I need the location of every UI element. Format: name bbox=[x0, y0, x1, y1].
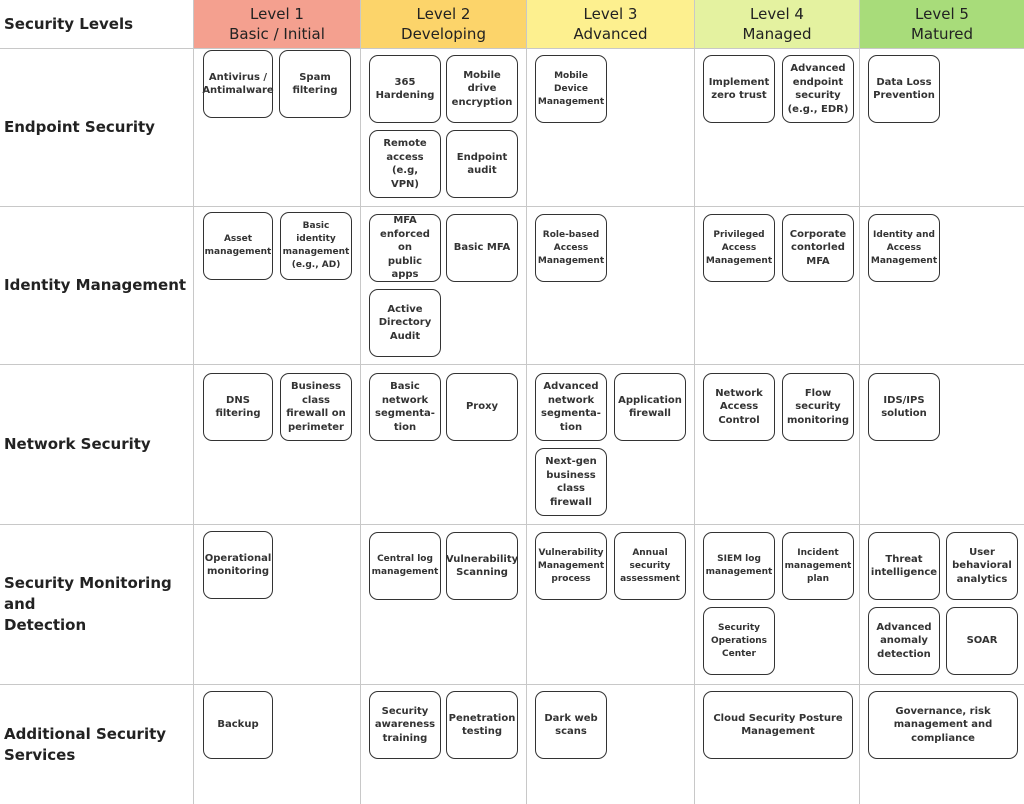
capability-user-behavioral-analytics: User behavioral analytics bbox=[946, 532, 1018, 600]
capability-central-log-management: Central log management bbox=[369, 532, 441, 600]
capability-cspm: Cloud Security Posture Management bbox=[703, 691, 853, 759]
row-label-additional-services: Additional Security Services bbox=[4, 724, 167, 764]
level-1-subtitle: Basic / Initial bbox=[229, 25, 325, 43]
grid-divider bbox=[0, 364, 1024, 365]
level-2-title: Level 2 bbox=[416, 5, 471, 23]
grid-divider bbox=[0, 684, 1024, 685]
capability-endpoint-audit: Endpoint audit bbox=[446, 130, 518, 198]
capability-vulnerability-scanning: Vulnerability Scanning bbox=[446, 532, 518, 600]
capability-ad-audit: Active Directory Audit bbox=[369, 289, 441, 357]
capability-awareness-training: Security awareness training bbox=[369, 691, 441, 759]
capability-soc: Security Operations Center bbox=[703, 607, 775, 675]
row-label-security-monitoring: Security Monitoring and Detection bbox=[4, 574, 172, 634]
row-label-endpoint-security: Endpoint Security bbox=[4, 118, 155, 136]
level-5-subtitle: Matured bbox=[910, 25, 974, 43]
level-1-header: Level 1 Basic / Initial bbox=[194, 0, 360, 48]
level-5-header: Level 5 Matured bbox=[860, 0, 1024, 48]
grid-divider bbox=[859, 0, 860, 804]
level-2-header: Level 2 Developing bbox=[361, 0, 526, 48]
capability-vulnerability-management: Vulnerability Management process bbox=[535, 532, 607, 600]
capability-annual-assessment: Annual security assessment bbox=[614, 532, 686, 600]
capability-operational-monitoring: Operational monitoring bbox=[203, 531, 273, 599]
capability-dns-filtering: DNS filtering bbox=[203, 373, 273, 441]
capability-antivirus: Antivirus / Antimalware bbox=[202, 50, 274, 118]
grid-divider bbox=[193, 0, 194, 804]
level-3-title: Level 3 bbox=[583, 5, 638, 23]
capability-flow-monitoring: Flow security monitoring bbox=[782, 373, 854, 441]
capability-basic-identity-management: Basic identity management (e.g., AD) bbox=[280, 212, 352, 280]
capability-365-hardening: 365 Hardening bbox=[369, 55, 441, 123]
capability-threat-intelligence: Threat intelligence bbox=[868, 532, 940, 600]
capability-mobile-device-management: Mobile Device Management bbox=[535, 55, 607, 123]
capability-mfa-public-apps: MFA enforced on public apps bbox=[369, 214, 441, 282]
security-levels-header: Security Levels bbox=[4, 15, 134, 33]
capability-dark-web-scans: Dark web scans bbox=[535, 691, 607, 759]
capability-ids-ips: IDS/IPS solution bbox=[868, 373, 940, 441]
grid-divider bbox=[0, 524, 1024, 525]
capability-incident-plan: Incident management plan bbox=[782, 532, 854, 600]
capability-identity-access-management: Identity and Access Management bbox=[868, 214, 940, 282]
grid-divider bbox=[694, 0, 695, 804]
capability-role-based-access: Role-based Access Management bbox=[535, 214, 607, 282]
level-5-title: Level 5 bbox=[915, 5, 969, 23]
capability-proxy: Proxy bbox=[446, 373, 518, 441]
capability-penetration-testing: Penetration testing bbox=[446, 691, 518, 759]
row-label-identity-management: Identity Management bbox=[4, 276, 187, 294]
level-2-subtitle: Developing bbox=[401, 25, 486, 43]
row-label-network-security: Network Security bbox=[4, 435, 151, 453]
capability-network-access-control: Network Access Control bbox=[703, 373, 775, 441]
capability-siem: SIEM log management bbox=[703, 532, 775, 600]
grid-divider bbox=[0, 206, 1024, 207]
capability-spam-filtering: Spam filtering bbox=[279, 50, 351, 118]
level-1-title: Level 1 bbox=[250, 5, 304, 23]
level-4-subtitle: Managed bbox=[742, 25, 812, 43]
capability-data-loss-prevention: Data Loss Prevention bbox=[868, 55, 940, 123]
grid-divider bbox=[526, 0, 527, 804]
capability-zero-trust: Implement zero trust bbox=[703, 55, 775, 123]
capability-anomaly-detection: Advanced anomaly detection bbox=[868, 607, 940, 675]
capability-edr: Advanced endpoint security (e.g., EDR) bbox=[782, 55, 854, 123]
capability-application-firewall: Application firewall bbox=[614, 373, 686, 441]
capability-remote-access: Remote access (e.g, VPN) bbox=[369, 130, 441, 198]
capability-soar: SOAR bbox=[946, 607, 1018, 675]
capability-business-firewall: Business class firewall on perimeter bbox=[280, 373, 352, 441]
capability-next-gen-firewall: Next-gen business class firewall bbox=[535, 448, 607, 516]
capability-mobile-drive-encryption: Mobile drive encryption bbox=[446, 55, 518, 123]
grid-divider bbox=[0, 48, 1024, 49]
capability-corporate-mfa: Corporate contorled MFA bbox=[782, 214, 854, 282]
capability-advanced-segmentation: Advanced network segmenta- tion bbox=[535, 373, 607, 441]
capability-basic-mfa: Basic MFA bbox=[446, 214, 518, 282]
capability-grc: Governance, risk management and complian… bbox=[868, 691, 1018, 759]
level-3-header: Level 3 Advanced bbox=[527, 0, 694, 48]
grid-divider bbox=[360, 0, 361, 804]
level-4-title: Level 4 bbox=[750, 5, 804, 23]
level-4-header: Level 4 Managed bbox=[695, 0, 859, 48]
capability-backup: Backup bbox=[203, 691, 273, 759]
level-3-subtitle: Advanced bbox=[573, 25, 648, 43]
capability-asset-management: Asset management bbox=[203, 212, 273, 280]
capability-basic-segmentation: Basic network segmenta- tion bbox=[369, 373, 441, 441]
capability-privileged-access: Privileged Access Management bbox=[703, 214, 775, 282]
